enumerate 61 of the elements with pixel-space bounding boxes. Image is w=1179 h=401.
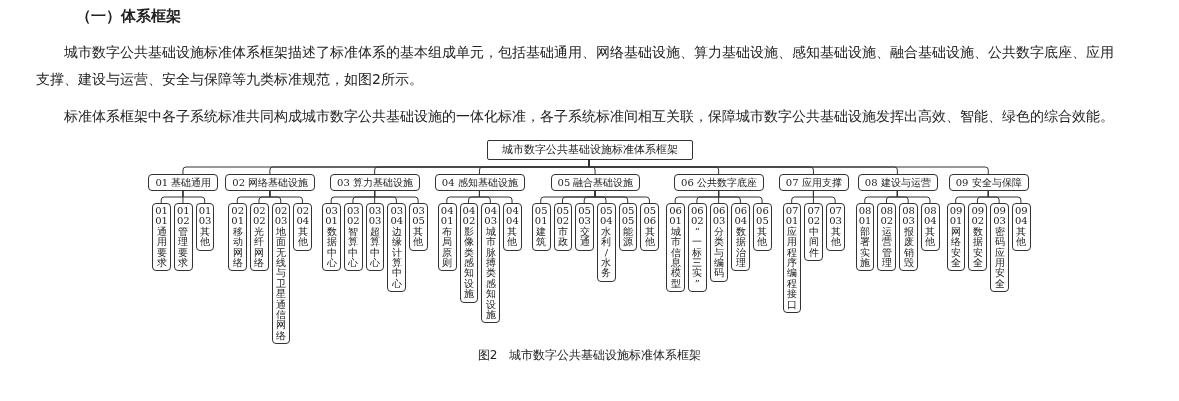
leaf-label: 08 04 其他 (923, 206, 937, 248)
figure-caption: 图2 城市数字公共基础设施标准体系框架 (476, 347, 703, 364)
leaf-label: 03 02 智算中心 (346, 206, 360, 269)
category-box: 08 建设与运营 (857, 174, 938, 191)
tree-connector (374, 190, 419, 204)
leaf-label: 08 03 报废销毁 (902, 206, 915, 269)
category-box: 03 算力基础设施 (330, 174, 420, 191)
leaf-label: 04 03 城市脉搏类感知设施 (484, 206, 498, 321)
leaf-label: 03 04 边缘计算中心 (390, 206, 404, 290)
leaf-label: 04 01 布局原则 (440, 206, 454, 269)
tree-connector (269, 190, 304, 204)
leaf-label: 04 02 影像类感知设施 (462, 206, 476, 300)
leaf-label: 01 03 其他 (198, 206, 212, 248)
leaf-label: 07 03 其他 (829, 206, 842, 248)
leaf-label: 06 02 “一标三实” (690, 206, 704, 290)
tree-connector (594, 190, 651, 204)
body-paragraph: 标准体系框架中各子系统标准共同构成城市数字公共基础设施的一体化标准，各子系统标准间相互关联，保障城市数字公共基础设施发挥出高效、智能、绿色的综合效能。 (63, 107, 1115, 126)
leaf-label: 03 01 数据中心 (325, 206, 338, 269)
leaf-label: 03 05 其他 (412, 206, 425, 248)
leaf-label: 02 02 光纤网络 (253, 206, 266, 269)
leaf-label: 05 01 建筑 (534, 206, 548, 248)
category-box: 04 感知基础设施 (434, 174, 525, 191)
category-box: 07 应用支撑 (778, 174, 849, 191)
leaf-label: 06 03 分类与编码 (712, 206, 726, 279)
leaf-label: 09 01 网络安全 (949, 206, 963, 269)
category-box: 02 网络基础设施 (225, 174, 316, 191)
leaf-label: 06 05 其他 (756, 206, 769, 248)
tree-connector (479, 190, 513, 204)
category-box: 01 基础通用 (148, 174, 219, 191)
leaf-label: 05 06 其他 (643, 206, 657, 248)
body-paragraph: 城市数字公共基础设施标准体系框架描述了标准体系的基本组成单元，包括基础通用、网络基础设施、算力基础设施、感知基础设施、融合基础设施、公共数字底座、应用支撑、建设与运营、安全与保障等九类标准规范，如图2所示。 (35, 43, 1115, 89)
tree-connector (813, 190, 836, 204)
leaf-label: 02 04 其他 (296, 206, 310, 248)
leaf-label: 04 04 其他 (506, 206, 519, 248)
leaf-label: 08 02 运营管理 (880, 206, 894, 269)
category-box: 09 安全与保障 (948, 174, 1029, 191)
leaf-label: 08 01 部署实施 (858, 206, 872, 269)
tree-connector (718, 190, 763, 204)
section-heading: （一）体系框架 (75, 6, 182, 27)
leaf-label: 06 01 城市信息模型 (669, 206, 682, 290)
leaf-label: 03 03 超算中心 (368, 206, 382, 269)
leaf-label: 05 03 交通 (578, 206, 591, 248)
leaf-label: 06 04 数据治理 (734, 206, 748, 269)
leaf-label: 07 02 中间件 (807, 206, 821, 259)
leaf-label: 09 04 其他 (1014, 206, 1028, 248)
leaf-label: 05 05 能源 (621, 206, 635, 248)
category-box: 06 公共数字底座 (674, 174, 764, 191)
leaf-label: 05 02 市政 (556, 206, 570, 248)
leaf-label: 02 03 地面无线与卫星通信网络 (274, 206, 288, 342)
leaf-label: 09 02 数据安全 (971, 206, 985, 269)
tree-connector (182, 190, 206, 204)
leaf-label: 05 04 水利/水务 (599, 206, 613, 279)
tree-connector (988, 190, 1022, 204)
leaf-label: 01 01 通用要求 (155, 206, 168, 269)
category-box: 05 融合基础设施 (550, 174, 641, 191)
tree-connector (897, 190, 931, 204)
root-box: 城市数字公共基础设施标准体系框架 (486, 140, 693, 160)
leaf-label: 01 02 管理要求 (176, 206, 190, 269)
leaf-label: 02 01 移动网络 (231, 206, 244, 269)
leaf-label: 07 01 应用程序编程接口 (785, 206, 799, 311)
leaf-label: 09 03 密码应用安全 (993, 206, 1006, 290)
